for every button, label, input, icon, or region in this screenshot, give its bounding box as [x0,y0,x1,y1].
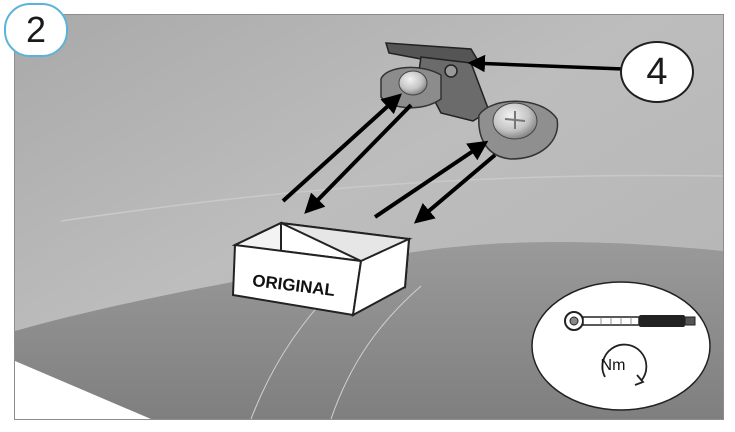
install-arrow [373,140,489,219]
parts-box-icon: ORIGINAL [231,221,413,317]
remove-arrow [413,153,497,224]
illustration-scene: ORIGINAL Nm [15,15,723,419]
rotation-arrow-icon [601,343,648,386]
step-number-badge: 2 [4,3,68,57]
torque-spec-badge: Nm [531,281,711,411]
callout-number: 4 [646,50,668,93]
remove-arrow [304,103,413,214]
install-arrow [281,93,402,203]
step-number: 2 [25,9,47,50]
illustration-frame: ORIGINAL Nm [14,14,724,420]
panel-crease-line [330,285,422,419]
floor-area [15,361,151,419]
torque-wrench-icon [564,311,696,331]
part-callout-badge: 4 [620,41,694,103]
callout-leader-arrow [467,54,624,73]
torque-unit-label: Nm [601,357,626,374]
